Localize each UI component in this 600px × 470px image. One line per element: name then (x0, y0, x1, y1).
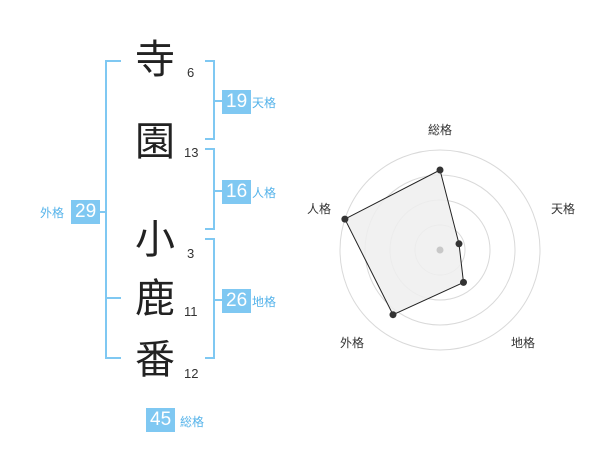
jinkaku-label: 人格 (252, 186, 277, 200)
tenkaku-value: 19 (222, 90, 252, 114)
radar-point-5 (341, 215, 349, 223)
tenkaku-label: 天格 (252, 96, 277, 110)
radar-axis-label-jinkaku: 人格 (307, 202, 332, 216)
chikaku-bracket (205, 238, 215, 359)
radar-point-3 (460, 278, 467, 286)
gaikaku-label: 外格 (40, 206, 65, 220)
radar-axis-label-tenkaku: 天格 (551, 202, 576, 216)
radar-axis-label-gaikaku: 外格 (340, 336, 365, 350)
radar-ring (339, 149, 541, 351)
name-char-1: 寺 (135, 37, 175, 83)
radar-point-4 (389, 311, 397, 319)
stroke-count-2: 13 (184, 145, 199, 160)
stroke-count-4: 11 (184, 304, 198, 319)
gaikaku-value: 29 (71, 200, 101, 224)
chikaku-label: 地格 (252, 295, 277, 309)
soukaku-value: 45 (146, 408, 176, 432)
name-char-4: 鹿 (135, 276, 175, 322)
radar-point-1 (436, 166, 444, 174)
jinkaku-value: 16 (222, 180, 252, 204)
radar-area (344, 169, 465, 316)
stroke-count-1: 6 (187, 65, 195, 80)
soukaku-label: 総格 (180, 415, 205, 429)
name-char-3: 小 (135, 217, 175, 263)
jinkaku-bracket (205, 148, 215, 230)
radar-center-dot (436, 246, 444, 254)
radar-axis-label-soukaku: 総格 (428, 123, 453, 137)
radar-axis-label-chikaku: 地格 (511, 336, 536, 350)
stroke-count-3: 3 (187, 246, 195, 261)
name-char-5: 番 (135, 337, 175, 383)
gaikaku-bracket (105, 60, 121, 359)
stroke-count-5: 12 (184, 366, 199, 381)
chikaku-value: 26 (222, 289, 252, 313)
name-char-2: 園 (135, 119, 175, 165)
radar-point-2 (455, 240, 463, 248)
radar-points (341, 166, 467, 319)
